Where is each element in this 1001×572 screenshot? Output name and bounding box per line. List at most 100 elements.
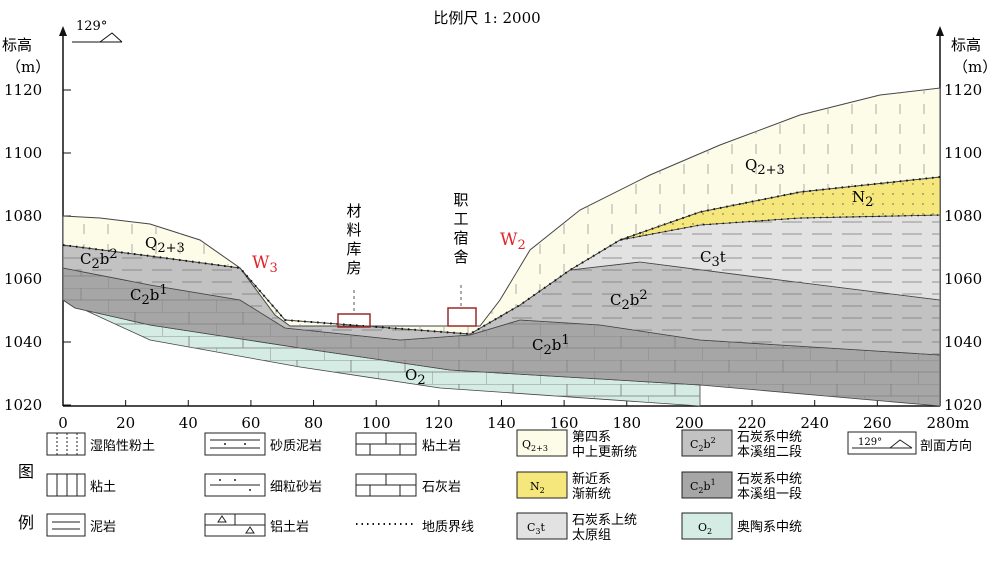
unit-label-right: （m） (953, 58, 997, 76)
svg-text:C2b2: C2b2 (690, 436, 716, 453)
legend-title-1: 图 (18, 462, 34, 481)
unit-label-o2: O (405, 366, 417, 384)
dorm-label: 职工宿舍 (453, 191, 468, 266)
svg-text:地质界线: 地质界线 (422, 520, 474, 535)
section-units: Q2+3 Q2+3 N2 C3t C2b2 C2b2 C2b1 C2b1 O2 … (62, 87, 941, 407)
svg-text:N2: N2 (530, 480, 545, 495)
x-tick-label: 20 (116, 414, 135, 432)
x-tick-label: 200 (675, 414, 704, 432)
svg-text:O2: O2 (405, 366, 426, 388)
well-w2: W (500, 230, 518, 250)
unit-label-c3t: C (700, 248, 711, 266)
y-tick-label-right: 1120 (944, 81, 982, 99)
x-tick-label: 40 (179, 414, 198, 432)
legend-item-n2: N2 新近系 渐新统 (516, 471, 611, 502)
svg-text:剖面方向: 剖面方向 (920, 438, 972, 454)
svg-text:新近系: 新近系 (572, 471, 611, 487)
x-tick-label: 80 (304, 414, 323, 432)
y-tick-label-left: 1080 (4, 207, 42, 225)
storage-label: 材料库房 (346, 202, 361, 277)
y-tick-label-left: 1100 (4, 144, 42, 162)
x-tick-label: 180 (612, 414, 641, 432)
svg-text:C3t: C3t (527, 521, 546, 536)
legend-item-fine-sandstone: 细粒砂岩 (204, 473, 322, 497)
legend-item-bauxite: 铝土岩 (204, 513, 309, 537)
unit-label-n2: N (852, 188, 865, 206)
svg-text:Q2+3: Q2+3 (745, 156, 785, 178)
y-tick-label-right: 1100 (944, 144, 982, 162)
x-tick-label: 140 (487, 414, 516, 432)
x-tick-label: 120 (425, 414, 454, 432)
y-tick-label-left: 1060 (4, 270, 42, 288)
elevation-label-right: 标高 (951, 36, 981, 54)
legend-item-clay: 粘土 (46, 473, 116, 497)
svg-text:Q2+3: Q2+3 (522, 438, 548, 453)
svg-text:C2b2: C2b2 (610, 288, 648, 313)
unit-label-c2b2-left: C (80, 250, 91, 268)
x-tick-label: 280m (927, 414, 970, 432)
svg-text:W2: W2 (500, 230, 526, 253)
svg-text:C3t: C3t (700, 248, 726, 270)
unit-label-c2b1-right: C (532, 336, 543, 354)
x-tick-label: 160 (550, 414, 579, 432)
svg-text:C2b1: C2b1 (690, 478, 716, 495)
x-tick-label: 260 (863, 414, 892, 432)
svg-text:C2b2: C2b2 (80, 247, 118, 272)
dorm-building (447, 307, 477, 327)
x-tick-label: 60 (241, 414, 260, 432)
svg-text:泥岩: 泥岩 (90, 520, 116, 535)
legend-item-q23: Q2+3 第四系 中上更新统 (516, 429, 637, 460)
svg-text:石灰岩: 石灰岩 (422, 480, 461, 495)
svg-text:粘土岩: 粘土岩 (422, 439, 461, 454)
svg-text:中上更新统: 中上更新统 (572, 444, 637, 460)
well-w3: W (252, 253, 270, 273)
elevation-label-left: 标高 (2, 36, 32, 54)
unit-label-q: Q (145, 234, 157, 252)
legend-item-section-direction: 129° 剖面方向 (847, 431, 972, 455)
y-tick-label-left: 1020 (4, 396, 42, 414)
svg-text:129°: 129° (858, 437, 882, 448)
legend-item-geo-boundary: 地质界线 (356, 520, 474, 535)
y-tick-label-right: 1080 (944, 207, 982, 225)
y-tick-label-right: 1060 (944, 270, 982, 288)
y-tick-label-left: 1040 (4, 333, 42, 351)
y-tick-label-right: 1020 (944, 396, 982, 414)
svg-text:渐新统: 渐新统 (572, 486, 611, 502)
y-tick-label-right: 1040 (944, 333, 982, 351)
x-tick-label: 240 (800, 414, 829, 432)
x-tick-label: 220 (738, 414, 767, 432)
svg-text:石炭系中统: 石炭系中统 (737, 430, 802, 445)
direction-label: 129° (76, 19, 107, 34)
direction-arrow-icon (72, 32, 123, 43)
svg-text:石炭系上统: 石炭系上统 (572, 513, 637, 528)
legend-title-2: 例 (18, 513, 34, 532)
storage-building (337, 313, 371, 328)
x-tick-label: 0 (58, 414, 68, 432)
svg-text:石炭系中统: 石炭系中统 (737, 472, 802, 487)
legend-item-o2: O2 奥陶系中统 (681, 512, 802, 540)
legend-item-c2b1: C2b1 石炭系中统 本溪组一段 (681, 471, 802, 502)
svg-text:粘土: 粘土 (90, 480, 116, 495)
svg-text:本溪组二段: 本溪组二段 (737, 445, 802, 460)
svg-text:铝土岩: 铝土岩 (270, 520, 309, 535)
legend-item-c3t: C3t 石炭系上统 太原组 (516, 512, 637, 543)
geologic-boundary (62, 176, 941, 336)
svg-text:细粒砂岩: 细粒砂岩 (270, 480, 322, 495)
svg-text:砂质泥岩: 砂质泥岩 (270, 439, 322, 454)
legend-item-limestone: 石灰岩 (355, 473, 461, 497)
axis-arrow-icon (59, 26, 67, 36)
unit-label-q-right: Q (745, 156, 757, 174)
unit-label-c2b1-left: C (130, 286, 141, 304)
unit-label-c2b2-right: C (610, 291, 621, 309)
legend-item-sandy-mudstone: 砂质泥岩 (204, 432, 322, 456)
axis-arrow-icon (936, 26, 944, 36)
svg-text:W3: W3 (252, 253, 278, 276)
legend-item-mudstone: 泥岩 (46, 513, 116, 537)
svg-text:C2b1: C2b1 (532, 333, 570, 358)
svg-text:第四系: 第四系 (572, 430, 611, 445)
svg-text:O2: O2 (698, 521, 712, 536)
svg-text:Q2+3: Q2+3 (145, 234, 185, 256)
svg-text:N2: N2 (852, 188, 873, 210)
